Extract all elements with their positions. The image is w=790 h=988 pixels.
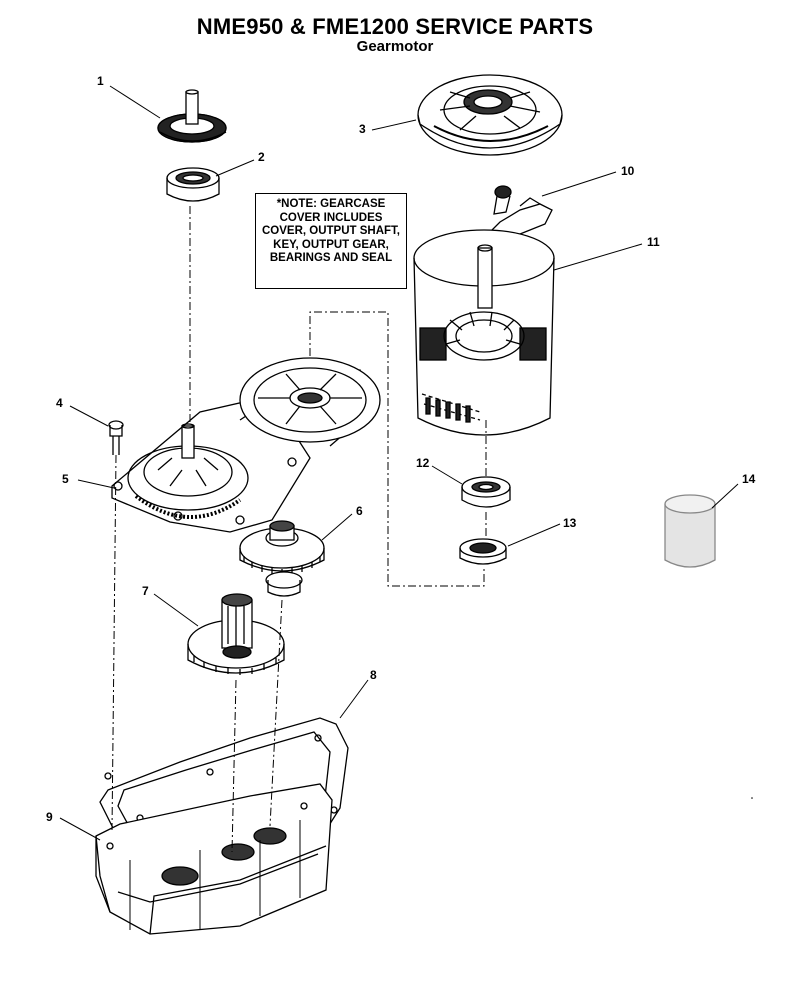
callout-3: 3 — [359, 122, 366, 136]
callout-8: 8 — [370, 668, 377, 682]
part-6-gear — [239, 520, 325, 597]
callout-11: 11 — [647, 235, 660, 249]
part-11-motor-housing — [413, 229, 555, 436]
part-3-end-cap — [417, 74, 563, 156]
assembly-centerlines — [111, 206, 487, 853]
page-title: NME950 & FME1200 SERVICE PARTS — [196, 14, 594, 39]
callout-2: 2 — [258, 150, 265, 164]
part-2-bearing — [166, 167, 220, 202]
callout-13: 13 — [563, 516, 577, 530]
callout-1: 1 — [97, 74, 104, 88]
part-14-cylinder-cap — [664, 494, 716, 568]
callout-4: 4 — [56, 396, 63, 410]
page-subtitle: Gearmotor — [356, 38, 434, 55]
part-12-motor-bearing — [461, 476, 511, 508]
gearcase-note-box: *NOTE: GEARCASE COVER INCLUDES COVER, OU… — [255, 193, 407, 289]
callout-leader-lines — [59, 85, 739, 841]
part-13-bearing — [459, 538, 507, 565]
part-4-screw — [108, 420, 124, 455]
callout-5: 5 — [62, 472, 69, 486]
callout-7: 7 — [142, 584, 149, 598]
part-9-gearcase-housing — [95, 783, 333, 935]
gearcase-cover-plate — [239, 357, 381, 443]
part-7-gear — [187, 593, 285, 675]
callout-10: 10 — [621, 164, 635, 178]
callout-12: 12 — [416, 456, 430, 470]
callout-6: 6 — [356, 504, 363, 518]
callout-9: 9 — [46, 810, 53, 824]
part-1-seal — [157, 89, 227, 143]
callout-14: 14 — [742, 472, 756, 486]
